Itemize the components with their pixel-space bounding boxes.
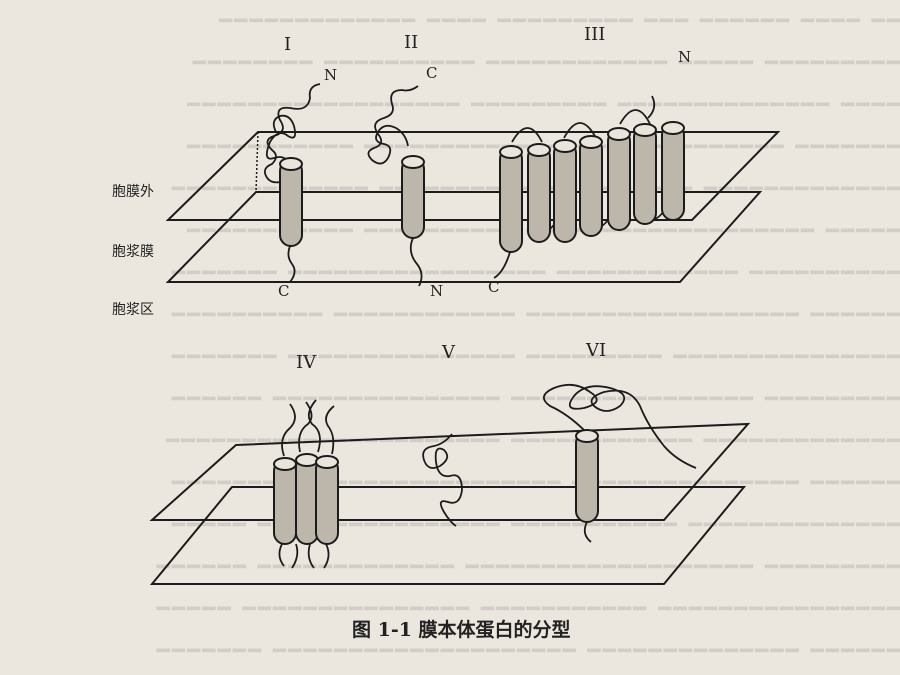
top-membrane [165,131,781,283]
type-2-numeral: II [404,32,418,53]
label-plasma-membrane: 胞浆膜 [112,244,154,260]
protein-5-chain [422,433,463,527]
protein-type-3 [493,95,685,279]
type-2-c-terminus: C [426,64,437,82]
protein-3-c-chain [493,251,511,279]
top-membrane-upper-plane [165,131,781,221]
protein-6-helix-cap [575,429,599,443]
protein-type-1 [263,83,321,283]
bottom-membrane [149,422,751,585]
type-3-numeral: III [584,24,605,45]
protein-6-extracellular-chain [543,383,697,469]
type-2-n-terminus: N [430,282,443,300]
protein-type-4 [273,399,339,569]
type-5-numeral: V [441,342,456,363]
protein-4-extracellular-chains [281,399,335,457]
protein-3-n-chain [647,95,656,119]
protein-3-outer-loops [511,109,651,143]
protein-6-cyto-chain [583,521,592,543]
protein-1-helix [279,159,303,247]
protein-1-helix-cap [279,157,303,171]
protein-2-cyto-chain [409,237,423,287]
protein-type-5 [422,433,463,527]
figure-caption: 图 1-1 膜本体蛋白的分型 [352,618,571,641]
type-1-c-terminus: C [278,282,289,300]
label-cytoplasm: 胞浆区 [112,302,154,318]
protein-2-extracellular-chain [367,85,419,165]
protein-1-cyto-chain [287,245,296,283]
type-6-numeral: VI [585,340,606,361]
type-4-numeral: IV [296,352,317,373]
type-1-n-terminus: N [324,66,337,84]
label-extracellular: 胞膜外 [112,184,154,200]
type-1-numeral: I [284,34,291,55]
type-3-c-terminus: C [488,278,499,296]
bottom-membrane-lower-plane [149,486,747,585]
protein-3-helices [499,121,685,253]
protein-1-extracellular-chain [263,83,321,184]
protein-4-cyto-chains [278,543,330,569]
type-3-n-terminus: N [678,48,691,66]
protein-2-helix-cap [401,155,425,169]
protein-2-helix [401,157,425,239]
protein-type-2 [367,85,425,287]
bottom-membrane-upper-plane [149,422,751,521]
protein-6-helix [575,431,599,523]
protein-type-6 [543,383,697,543]
